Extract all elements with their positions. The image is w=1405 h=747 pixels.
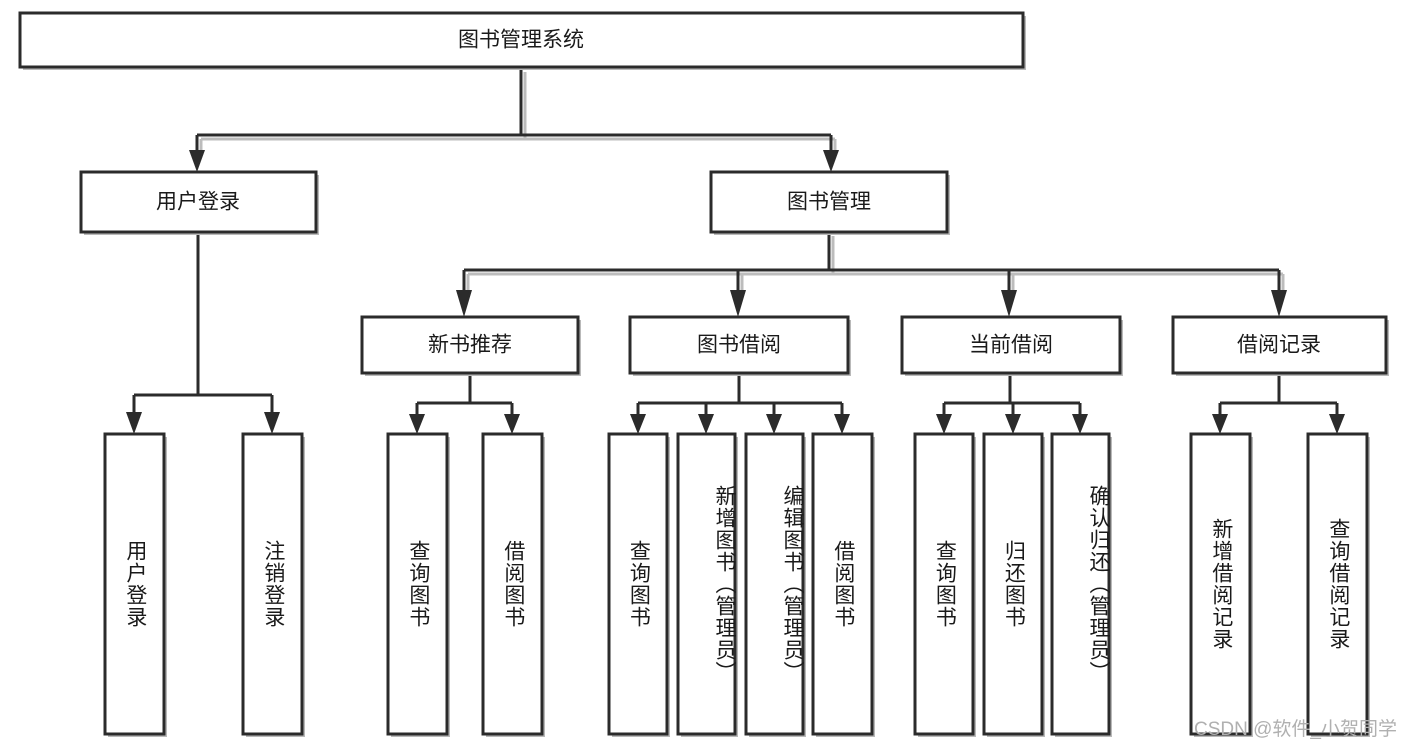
leaf-box-query-book-rec[interactable]	[386, 432, 449, 736]
leaf-box-logout-login[interactable]	[241, 432, 304, 736]
node-book-manage-label: 图书管理	[787, 191, 871, 214]
leaf-box-edit-book-admin[interactable]	[744, 432, 805, 736]
node-new-book-recommend-label: 新书推荐	[428, 334, 512, 357]
node-book-borrow-label: 图书借阅	[697, 334, 781, 357]
connector-borrowrecord-to-leaves	[1218, 373, 1339, 414]
connector-root-to-level2	[195, 67, 833, 150]
leaf-box-confirm-return-admin[interactable]	[1050, 432, 1111, 736]
leaf-box-user-login[interactable]	[103, 432, 166, 736]
connector-newbook-to-leaves	[415, 373, 514, 414]
node-book-manage[interactable]: 图书管理	[709, 170, 950, 235]
connector-bookborrow-to-leaves	[636, 373, 844, 414]
node-user-login-label: 用户登录	[156, 191, 240, 214]
node-root-label: 图书管理系统	[458, 29, 584, 52]
leaf-box-borrow-book-rec[interactable]	[481, 432, 544, 736]
leaf-box-query-borrow-record[interactable]	[1306, 432, 1369, 736]
connector-layer	[126, 67, 1345, 434]
leaf-box-borrow-book[interactable]	[811, 432, 874, 736]
leaf-box-add-book-admin[interactable]	[676, 432, 737, 736]
node-root[interactable]: 图书管理系统	[18, 11, 1026, 70]
connector-bookmanage-to-level3	[462, 232, 1281, 290]
leaf-box-return-book[interactable]	[982, 432, 1044, 736]
node-borrow-record[interactable]: 借阅记录	[1171, 315, 1389, 376]
node-borrow-record-label: 借阅记录	[1237, 334, 1321, 357]
csdn-watermark: CSDN @软件_小贺同学	[1194, 719, 1397, 740]
node-current-borrow[interactable]: 当前借阅	[900, 315, 1123, 376]
leaf-box-add-borrow-record[interactable]	[1189, 432, 1252, 736]
connector-userlogin-to-leaves	[132, 232, 274, 412]
leaf-box-layer	[103, 432, 1370, 737]
leaf-box-query-book-borrow[interactable]	[607, 432, 669, 736]
node-book-borrow[interactable]: 图书借阅	[628, 315, 851, 376]
leaf-box-query-book-cur[interactable]	[913, 432, 975, 736]
node-current-borrow-label: 当前借阅	[969, 334, 1053, 357]
node-new-book-recommend[interactable]: 新书推荐	[360, 315, 581, 376]
node-user-login[interactable]: 用户登录	[79, 170, 319, 235]
connector-currentborrow-to-leaves	[942, 373, 1082, 414]
